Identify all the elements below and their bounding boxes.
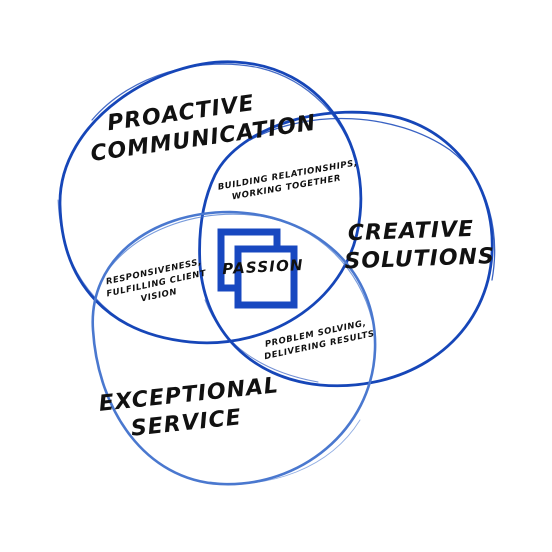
- label-creative-solutions: Creative Solutions: [343, 216, 496, 277]
- label-line: Solutions: [344, 244, 496, 275]
- brand-logo-icon: [217, 228, 298, 309]
- circle-creative-solutions: [198, 110, 496, 388]
- circle-proactive-communication: [57, 60, 363, 345]
- circle-exceptional-service: [91, 210, 377, 486]
